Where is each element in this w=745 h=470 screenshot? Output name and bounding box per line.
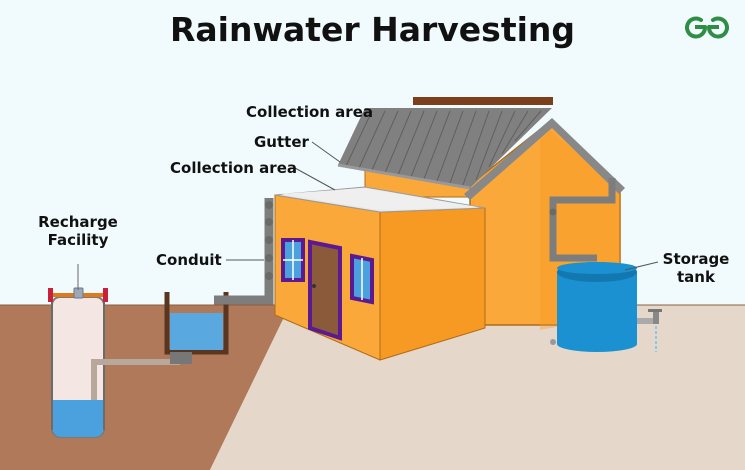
page-title: Rainwater Harvesting: [169, 10, 576, 49]
label-recharge-facility: Recharge Facility: [36, 213, 120, 249]
recharge-facility: [48, 264, 108, 438]
storage-tank: [550, 262, 662, 352]
recharge-pipe: [91, 359, 180, 400]
label-collection-area-flat: Collection area: [170, 159, 297, 177]
label-gutter: Gutter: [254, 133, 309, 151]
leader-lines: [226, 141, 659, 271]
label-collection-area-roof: Collection area: [246, 103, 373, 121]
filter-pit: [164, 292, 229, 364]
label-recharge-line1: Recharge: [38, 213, 118, 231]
label-storage-line1: Storage: [662, 250, 730, 268]
house-front: [274, 186, 486, 361]
conduit-pipe: [214, 198, 274, 305]
label-recharge-line2: Facility: [47, 231, 109, 249]
gfg-logo: [683, 12, 731, 42]
label-storage-line2: tank: [677, 268, 715, 286]
label-conduit: Conduit: [156, 251, 222, 269]
label-storage-tank: Storage tank: [660, 250, 732, 286]
